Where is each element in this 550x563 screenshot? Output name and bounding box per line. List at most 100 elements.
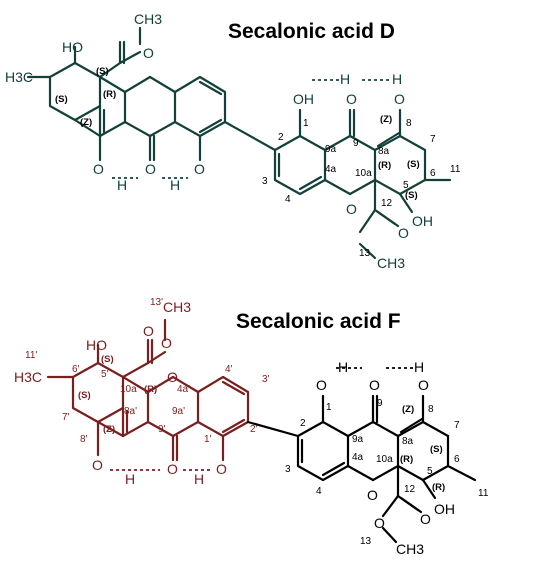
d-ester-o: O	[143, 45, 154, 61]
d-n7: 7	[430, 134, 436, 145]
f-n8p: 8'	[80, 434, 88, 445]
f-n9: 9	[377, 398, 383, 409]
d-stereo-z: (Z)	[80, 117, 92, 128]
f-n7: 7	[454, 420, 460, 431]
f-n8a: 8a	[402, 436, 414, 447]
f-n3p: 3'	[262, 374, 270, 385]
f-n13: 13	[360, 536, 372, 547]
f-h-left: H	[125, 471, 135, 487]
f-o-ester: O	[161, 335, 172, 351]
d-n11: 11	[450, 164, 461, 175]
d-n5: 5	[403, 180, 409, 191]
f-h8: H	[414, 359, 424, 375]
d-ch3-13: CH3	[377, 255, 405, 271]
d-o-ring2: O	[346, 201, 357, 217]
d-stereo-r: (R)	[103, 89, 116, 100]
f-r3: (R)	[432, 482, 445, 493]
f-right-labels: O H O H O 2 1 3 4 4a 9a 9 8a 8 7 6 5 10a…	[285, 359, 489, 557]
d-o-right: O	[194, 161, 205, 177]
d-n10a: 10a	[355, 168, 372, 179]
title-secalonic-acid-d: Secalonic acid D	[228, 20, 395, 43]
f-hbonds	[110, 367, 414, 471]
d-o-left: O	[93, 161, 104, 177]
d-ho: HO	[62, 39, 83, 55]
f-n9p: 9'	[158, 424, 166, 435]
f-s2: (S)	[78, 390, 91, 401]
d-n2: 2	[278, 132, 284, 143]
f-o-left: O	[92, 457, 103, 473]
f-o-ring2: O	[367, 487, 378, 503]
f-r1: (R)	[144, 384, 157, 395]
f-r2: (R)	[400, 454, 413, 465]
f-ch3-top: CH3	[163, 299, 191, 315]
d-h-mid: H	[170, 177, 180, 193]
d-o9: O	[346, 91, 357, 107]
f-n7p: 7'	[62, 412, 70, 423]
f-n12: 12	[404, 484, 416, 495]
f-n2p: 2'	[250, 424, 258, 435]
f-o8: O	[418, 377, 429, 393]
f-n8: 8	[428, 404, 434, 415]
title-secalonic-acid-f: Secalonic acid F	[236, 310, 401, 333]
d-h3c: H3C	[5, 69, 33, 85]
f-n4ap: 4a'	[177, 384, 190, 395]
d-o12: O	[398, 225, 409, 241]
d-hbonds	[112, 79, 392, 179]
d-stereo-s3: (S)	[407, 159, 420, 170]
f-o12: O	[420, 511, 431, 527]
d-n8: 8	[406, 118, 412, 129]
f-n8ap: 8a'	[124, 406, 137, 417]
f-n4a: 4a	[352, 452, 364, 463]
f-oh5: OH	[434, 501, 455, 517]
d-n9a: 9a	[325, 144, 337, 155]
d-h-left: H	[117, 177, 127, 193]
secalonic-d-structure	[26, 26, 452, 260]
secalonic-f-right-structure	[246, 394, 477, 544]
d-n3: 3	[262, 176, 268, 187]
f-n3: 3	[285, 464, 291, 475]
f-h3c: H3C	[14, 369, 42, 385]
f-o-mid: O	[167, 461, 178, 477]
d-n4: 4	[285, 194, 291, 205]
f-o-ester2: O	[374, 515, 385, 531]
d-h1: H	[340, 71, 350, 87]
d-oh1: OH	[293, 91, 314, 107]
f-n13p: 13'	[150, 297, 163, 308]
f-h1: H	[338, 359, 348, 375]
f-o-right: O	[216, 461, 227, 477]
d-n4a: 4a	[325, 164, 337, 175]
f-n9a: 9a	[352, 434, 364, 445]
f-o9: O	[369, 377, 380, 393]
f-o-ring: O	[167, 369, 178, 385]
f-n2: 2	[300, 418, 306, 429]
f-n5p: 5'	[101, 369, 109, 380]
f-n6: 6	[454, 454, 460, 465]
f-n6p: 6'	[72, 364, 80, 375]
f-n10a: 10a	[376, 454, 393, 465]
d-n12: 12	[381, 198, 393, 209]
d-oh5: OH	[412, 213, 433, 229]
f-n11: 11	[478, 488, 489, 499]
d-o-mid: O	[145, 161, 156, 177]
f-h-mid: H	[194, 471, 204, 487]
d-stereo-s4: (S)	[405, 190, 418, 201]
f-n4p: 4'	[225, 364, 233, 375]
d-ch3-top: CH3	[134, 11, 162, 27]
f-o-carb: O	[143, 323, 154, 339]
d-labels: CH3 HO H3C O O H O H O OH H O H O O OH O…	[5, 11, 433, 271]
f-z2: (Z)	[402, 404, 414, 415]
d-stereo-r2: (R)	[378, 160, 391, 171]
d-h8: H	[392, 71, 402, 87]
d-numbers: 2 1 3 4 4a 9a 9 8a 8 7 6 5 10a 11 12 13 …	[55, 66, 461, 259]
d-stereo-s1: (S)	[96, 66, 109, 77]
d-n8a: 8a	[378, 146, 390, 157]
d-stereo-z2: (Z)	[380, 114, 392, 125]
d-o8: O	[394, 91, 405, 107]
d-n9: 9	[353, 138, 359, 149]
f-s3: (S)	[430, 444, 443, 455]
d-stereo-s2: (S)	[55, 94, 68, 105]
f-z1: (Z)	[103, 424, 115, 435]
f-n11p: 11'	[25, 350, 37, 361]
